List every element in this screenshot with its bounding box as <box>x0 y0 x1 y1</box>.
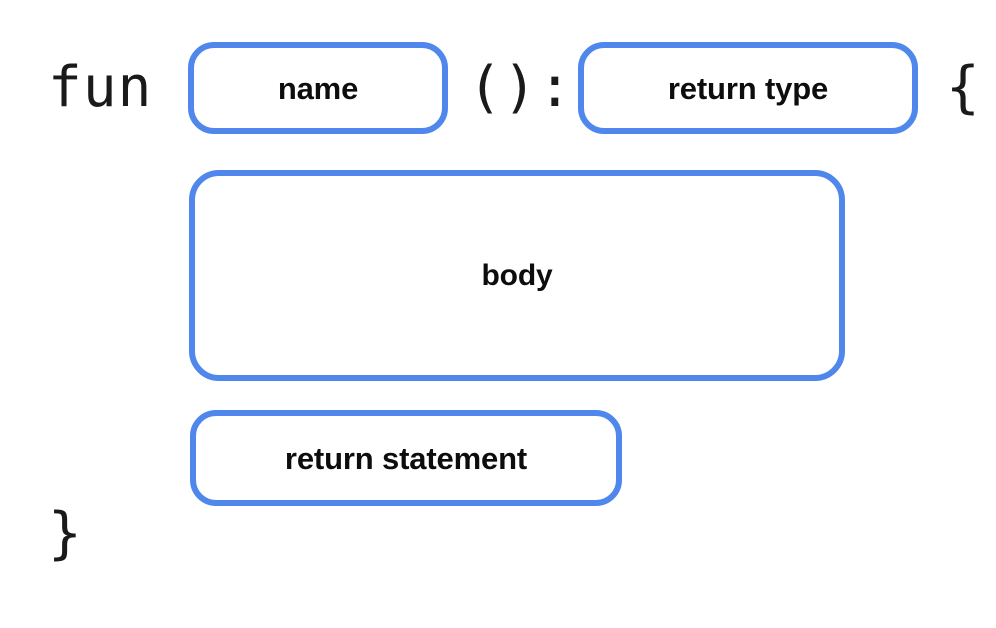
slot-return-statement[interactable]: return statement <box>190 410 622 506</box>
slot-body-label: body <box>481 258 553 292</box>
closing-brace-token: } <box>48 501 83 566</box>
slot-return-type-label: return type <box>667 70 829 106</box>
keyword-fun-token: fun <box>48 55 153 120</box>
slot-function-name[interactable]: name <box>188 42 448 134</box>
parentheses-token: () <box>468 55 538 120</box>
opening-brace-token: { <box>946 55 981 120</box>
colon-token: : <box>538 55 573 120</box>
slot-return-statement-label: return statement <box>284 440 528 476</box>
slot-body[interactable]: body <box>189 170 845 381</box>
slot-return-type[interactable]: return type <box>578 42 918 134</box>
slot-function-name-label: name <box>277 70 359 106</box>
